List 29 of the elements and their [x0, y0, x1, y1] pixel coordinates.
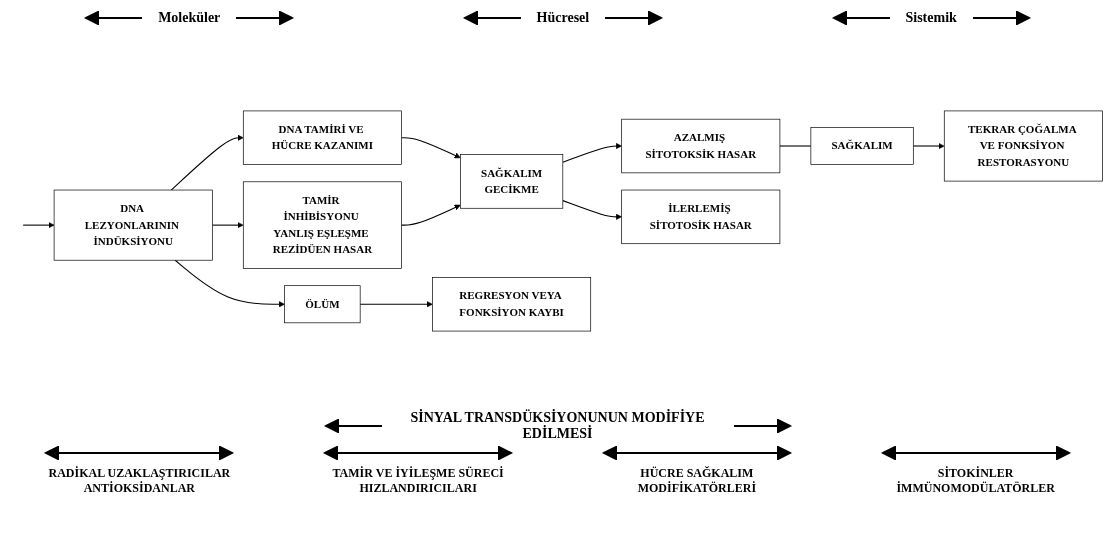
node-box: AZALMIŞ SİTOTOKSİK HASAR	[620, 118, 780, 174]
node-box: DNA TAMİRİ VE HÜCRE KAZANIMI	[242, 110, 402, 165]
scale-label: Sistemik	[905, 10, 957, 26]
node-box: SAĞKALIM	[810, 127, 914, 165]
scale-label: HÜCRE SAĞKALIM MODİFİKATÖRLERİ	[636, 466, 758, 496]
arrow	[211, 222, 244, 229]
arrow	[400, 204, 461, 226]
connector	[778, 145, 811, 147]
arrow	[170, 134, 244, 191]
arrow	[561, 200, 622, 220]
scale-label: Moleküler	[158, 10, 221, 26]
scale-label: SİNYAL TRANSDÜKSİYONUNUN MODİFİYE EDİLMESİ	[409, 410, 706, 442]
arrow	[912, 143, 945, 150]
node-box: İLERLEMİŞ SİTOTOSİK HASAR	[620, 189, 780, 245]
arrow	[359, 301, 433, 308]
node-box: TAMİR İNHİBİSYONU YANLIŞ EŞLEŞME REZİDÜEN HASAR	[242, 181, 402, 269]
scale-label: TAMİR VE İYİLEŞME SÜRECİ HIZLANDIRICILARI	[331, 466, 505, 496]
node-box: TEKRAR ÇOĞALMA VE FONKSİYON RESTORASYONU	[943, 110, 1103, 182]
scale-label: SİTOKİNLER İMMÜNOMODÜLATÖRLER	[895, 466, 1056, 496]
node-box: SAĞKALIM GECİKME	[459, 154, 563, 209]
arrow	[561, 143, 622, 163]
scale-label: Hücresel	[536, 10, 590, 26]
arrow	[400, 137, 461, 159]
scale-label: RADİKAL UZAKLAŞTIRICILAR ANTİOKSİDANLAR	[47, 466, 232, 496]
node-box: ÖLÜM	[283, 285, 360, 324]
node-box: DNA LEZYONLARININ İNDÜKSİYONU	[53, 189, 213, 261]
node-box: REGRESYON VEYA FONKSİYON KAYBI	[431, 277, 591, 332]
arrow	[174, 259, 285, 308]
arrow	[22, 222, 54, 229]
